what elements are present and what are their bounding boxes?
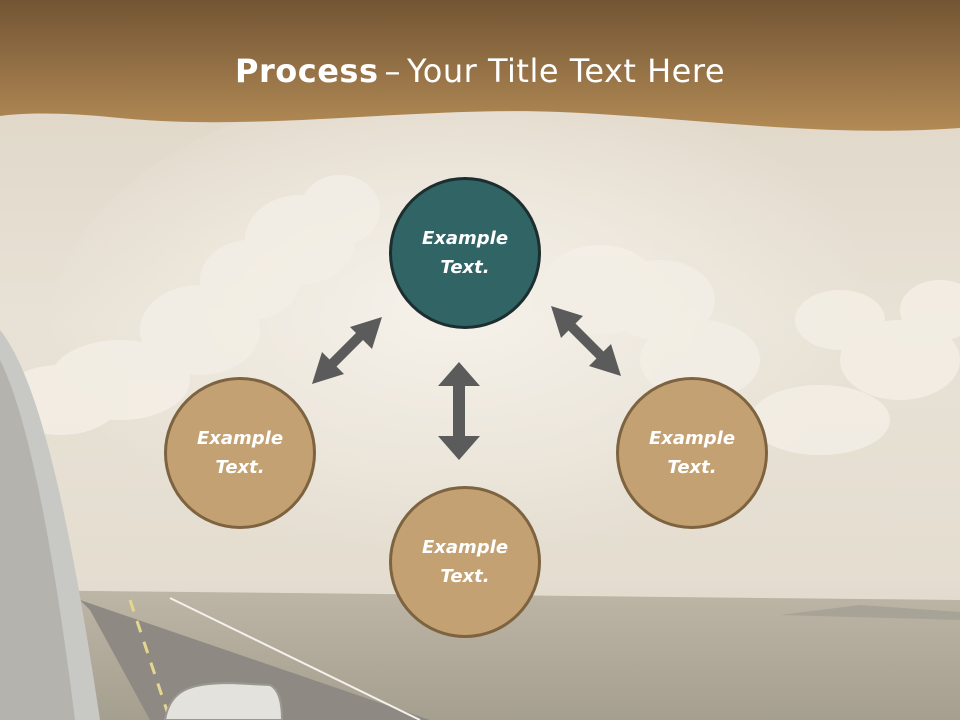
slide-title: Process–Your Title Text Here: [0, 52, 960, 90]
node-bottom-line2: Text.: [440, 566, 490, 587]
process-node-right: Example Text.: [616, 377, 768, 529]
title-separator: –: [384, 52, 401, 90]
node-right-line1: Example: [648, 428, 736, 449]
process-node-left: Example Text.: [164, 377, 316, 529]
process-node-bottom: Example Text.: [389, 486, 541, 638]
process-node-center: Example Text.: [389, 177, 541, 329]
node-center-line1: Example: [421, 228, 509, 249]
node-center-line2: Text.: [440, 257, 490, 278]
double-arrow-left: [312, 317, 382, 384]
title-bold-part: Process: [235, 52, 379, 90]
node-left-line2: Text.: [215, 457, 265, 478]
double-arrow-right: [551, 306, 621, 376]
node-bottom-line1: Example: [421, 537, 509, 558]
node-right-line2: Text.: [667, 457, 717, 478]
node-left-line1: Example: [196, 428, 284, 449]
double-arrow-vertical: [438, 362, 480, 460]
title-rest: Your Title Text Here: [406, 52, 725, 90]
